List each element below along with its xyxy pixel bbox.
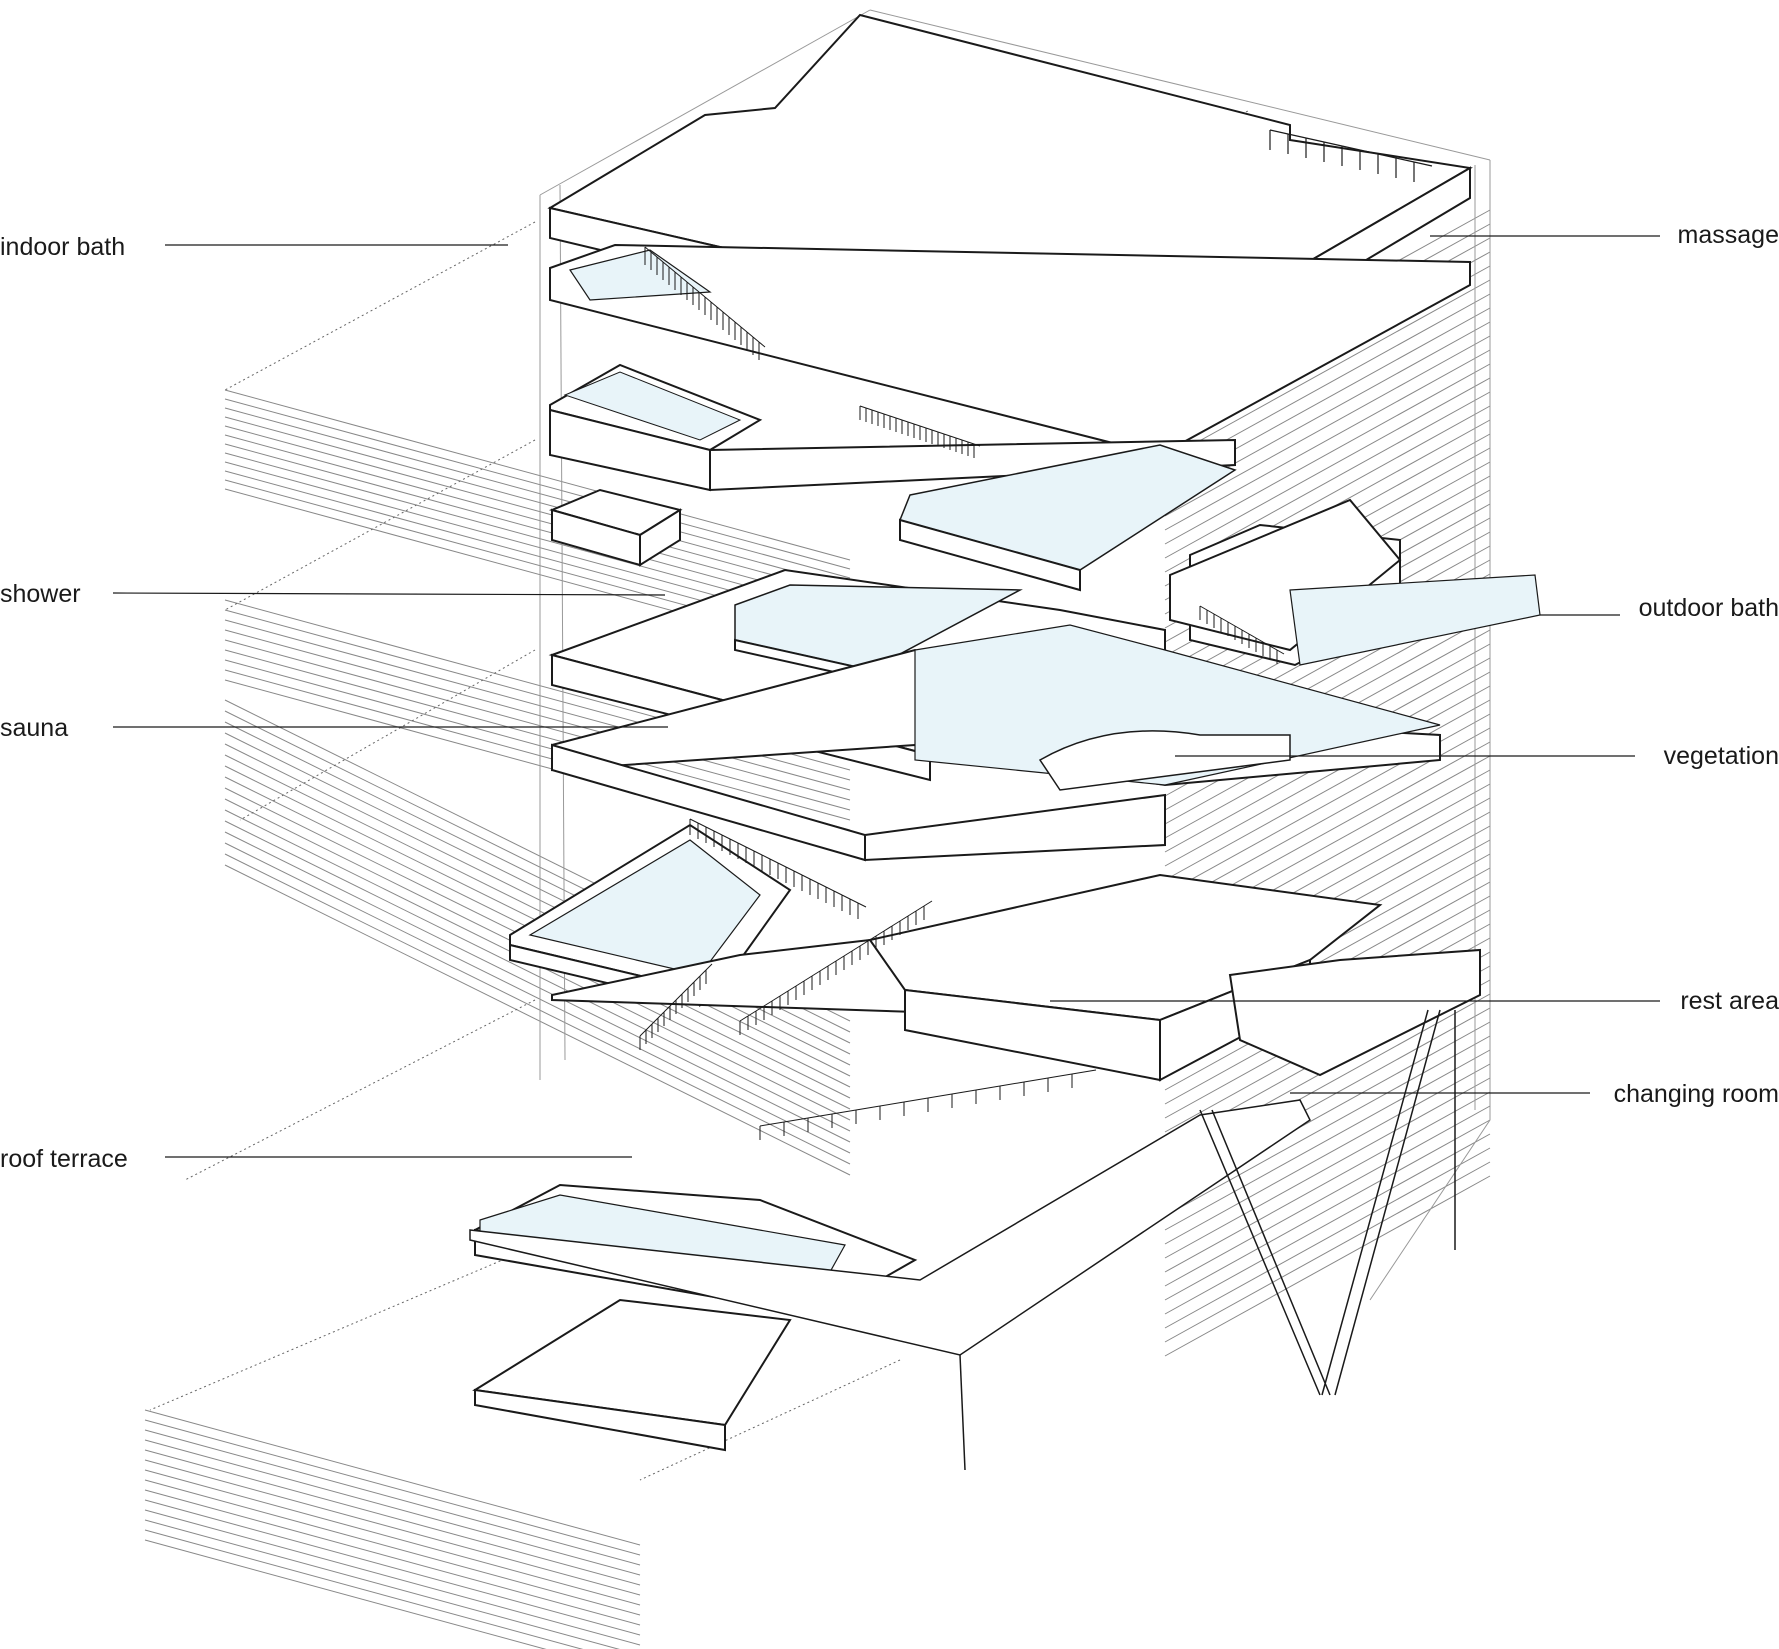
label-outdoor-bath: outdoor bath	[1638, 594, 1779, 622]
label-changing-room: changing room	[1613, 1080, 1779, 1108]
indoor-bath-stair	[644, 246, 766, 360]
ground-slab	[472, 1298, 792, 1452]
label-sauna: sauna	[0, 714, 69, 742]
sauna-roof-stair	[689, 818, 867, 919]
massage-stair	[1269, 129, 1433, 182]
roof-terrace-deck	[469, 1099, 1311, 1356]
leader-lines	[112, 235, 1660, 1158]
leader-shower	[112, 592, 666, 596]
label-massage: massage	[1677, 221, 1779, 249]
label-vegetation: vegetation	[1663, 742, 1779, 770]
vegetation-slab	[551, 624, 1441, 862]
label-indoor-bath: indoor bath	[0, 233, 126, 261]
v-column-supports	[959, 1009, 1456, 1471]
shower-small-box	[548, 488, 683, 567]
outdoor-bath-stair	[1199, 605, 1285, 664]
shower-stair	[859, 405, 981, 458]
shower-pool-box	[549, 363, 1237, 592]
changing-room-stair	[639, 963, 1097, 1140]
label-shower: shower	[0, 580, 81, 608]
facade-slats-bottom	[144, 1409, 641, 1649]
label-roof-terrace: roof terrace	[0, 1145, 128, 1173]
label-rest-area: rest area	[1680, 987, 1779, 1015]
rest-area-stair	[739, 900, 933, 1035]
rest-area-slab	[551, 873, 1481, 1082]
